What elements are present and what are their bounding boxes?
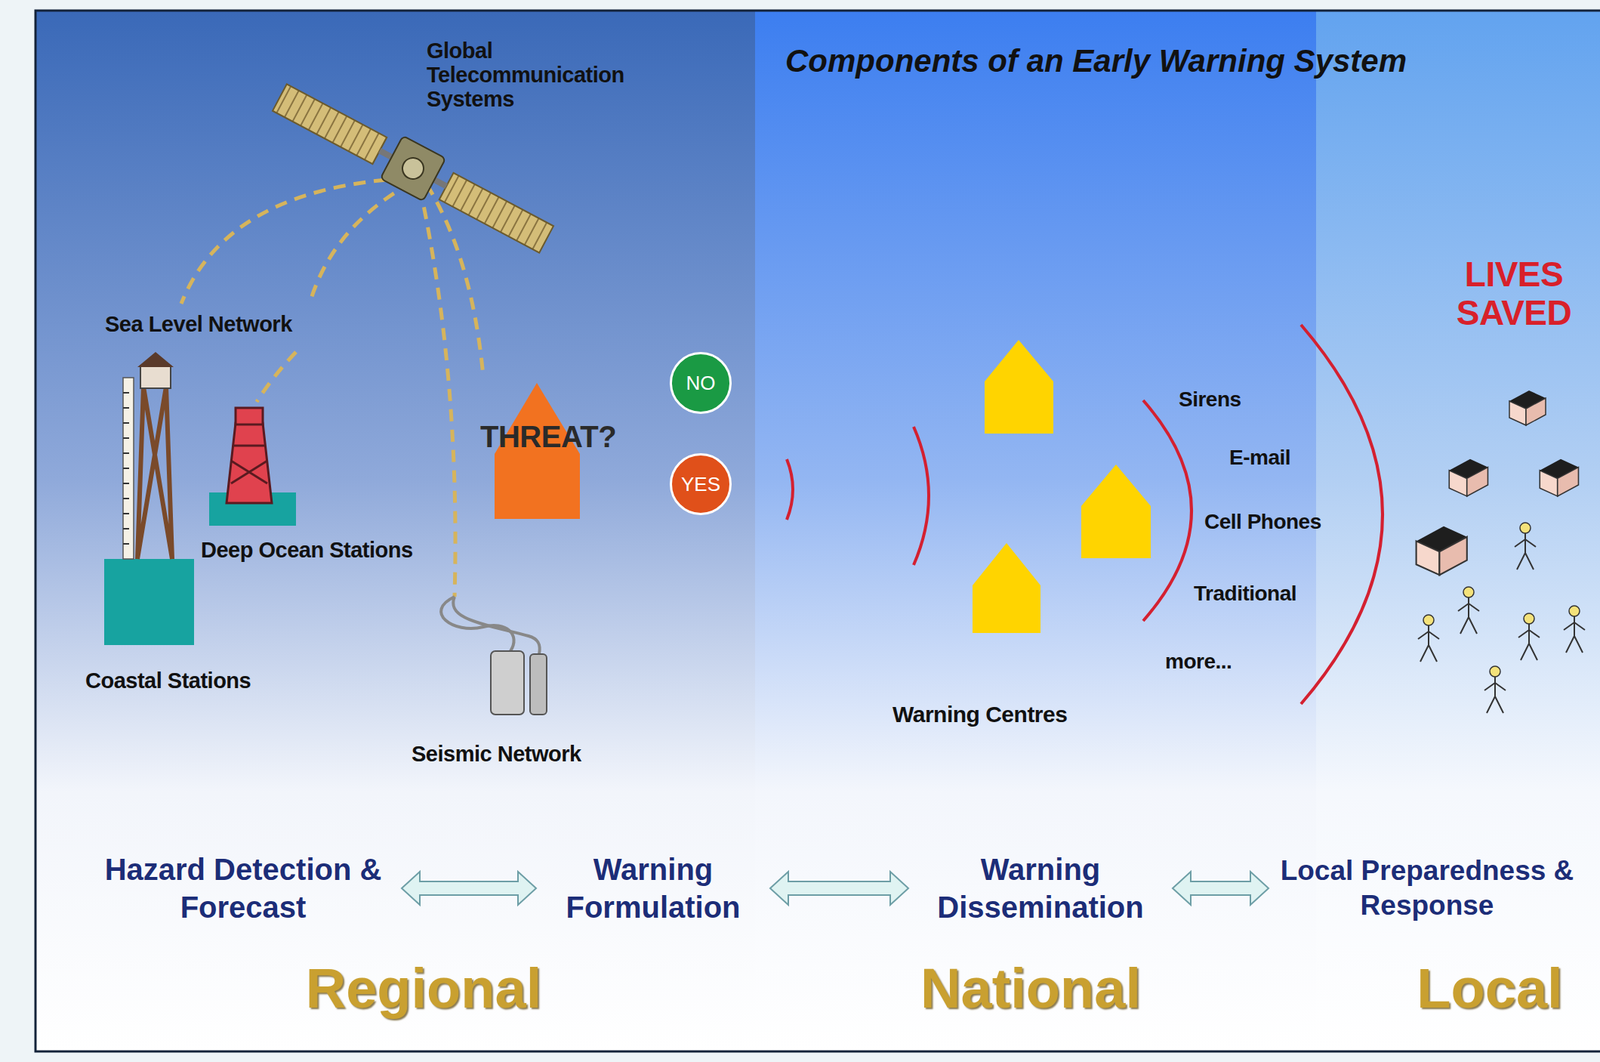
stage-label: Hazard Detection & Forecast: [92, 850, 395, 926]
network-label: Sea Level Network: [104, 312, 293, 337]
threat-label: THREAT?: [480, 419, 617, 454]
channel-label: E-mail: [1229, 446, 1291, 470]
node-text: Local Preparedness & Response: [1276, 853, 1579, 924]
node-text: Warning Formulation: [543, 850, 763, 926]
channel-label: more...: [1165, 650, 1232, 674]
level-label: National: [920, 957, 1141, 1019]
seismometer: [440, 596, 547, 715]
level-label: Regional: [305, 957, 542, 1019]
double-arrow: [770, 871, 909, 905]
channel-label: Traditional: [1193, 582, 1297, 606]
warning-centres: [972, 339, 1151, 633]
network-label: Seismic Network: [411, 742, 582, 767]
double-arrow: [1172, 871, 1269, 905]
node-text: NO: [686, 371, 716, 395]
community: [1416, 390, 1585, 713]
stage-label: Warning Formulation: [543, 850, 763, 926]
centre-label: Warning Centres: [892, 701, 1067, 727]
channel-label: Cell Phones: [1204, 510, 1322, 534]
coastal-station: [104, 351, 195, 645]
satellite: [268, 76, 558, 261]
node-text: Hazard Detection & Forecast: [92, 850, 395, 926]
node-text: Warning Dissemination: [915, 850, 1166, 926]
background-bands: [35, 10, 1600, 1052]
station-label: Coastal Stations: [85, 668, 251, 694]
answer-circle: NO: [669, 351, 732, 414]
network-label: Global Telecommunication Systems: [426, 39, 654, 112]
node-text: YES: [681, 472, 721, 497]
ocean-buoy: [209, 407, 296, 526]
double-arrow: [401, 871, 537, 905]
signal-waves: [786, 324, 1383, 704]
station-label: Deep Ocean Stations: [200, 538, 414, 563]
answer-circle: YES: [669, 453, 732, 515]
signal-paths: [181, 178, 484, 597]
diagram-title: Components of an Early Warning System: [785, 43, 1407, 79]
stage-label: Warning Dissemination: [915, 850, 1166, 926]
channel-label: Sirens: [1178, 388, 1242, 412]
level-label: Local: [1416, 957, 1563, 1019]
outcome-label: LIVES SAVED: [1434, 255, 1594, 332]
stage-label: Local Preparedness & Response: [1276, 853, 1579, 924]
